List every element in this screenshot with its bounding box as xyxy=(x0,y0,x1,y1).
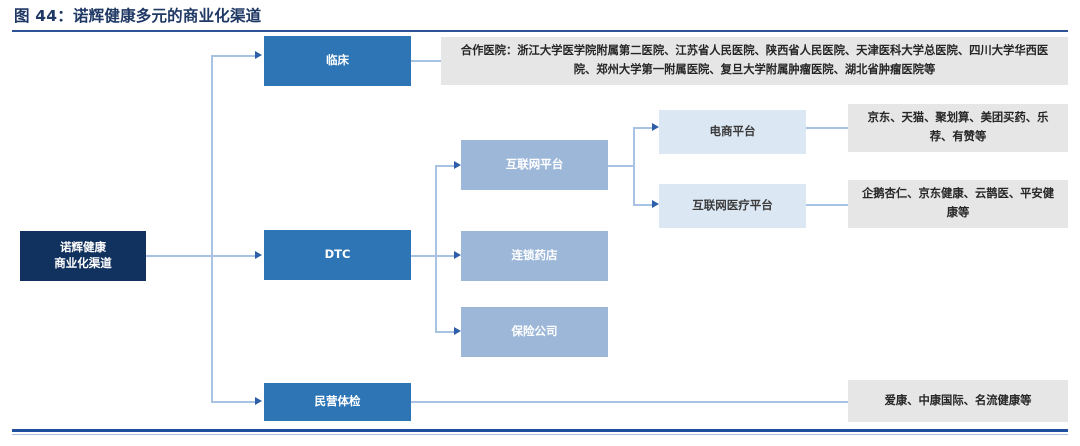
arrow-internet-medical-icon xyxy=(652,199,659,208)
connector-clinical-to-detail xyxy=(411,60,441,62)
arrow-ecommerce-icon xyxy=(652,122,659,131)
node-chain-pharmacy-label: 连锁药店 xyxy=(511,248,558,263)
node-internet-medical-platform-label: 互联网医疗平台 xyxy=(692,198,773,213)
connector-subtrunk-to-chain-pharmacy xyxy=(435,255,456,257)
node-chain-pharmacy: 连锁药店 xyxy=(461,231,608,281)
connector-dtc-to-subtrunk xyxy=(411,255,436,257)
connector-trunk-to-clinical xyxy=(211,55,256,57)
arrow-clinical-icon xyxy=(255,50,262,59)
detail-panel-ecommerce: 京东、天猫、聚划算、美团买药、乐荐、有赞等 xyxy=(848,104,1068,152)
connector-subtrunk-to-insurance xyxy=(435,331,456,333)
node-root: 诺辉健康 商业化渠道 xyxy=(20,231,146,281)
connector-internet-platform-trunk xyxy=(633,127,635,205)
arrow-chain-pharmacy-icon xyxy=(454,250,461,259)
node-ecommerce-platform: 电商平台 xyxy=(659,110,806,154)
arrow-internet-platform-icon xyxy=(454,160,461,169)
connector-dtc-subtrunk xyxy=(435,165,437,332)
node-dtc: DTC xyxy=(264,230,411,280)
arrow-dtc-icon xyxy=(255,250,262,259)
connector-trunk-to-ecommerce xyxy=(633,127,654,129)
node-internet-platform-label: 互联网平台 xyxy=(505,157,564,172)
detail-panel-private-checkup: 爱康、中康国际、名流健康等 xyxy=(848,380,1068,422)
connector-internet-medical-to-detail xyxy=(806,204,848,206)
node-root-label-line1: 诺辉健康 xyxy=(60,240,106,255)
connector-main-trunk xyxy=(211,55,213,401)
connector-trunk-to-private-checkup xyxy=(211,401,256,403)
footer-divider-thin xyxy=(12,434,1068,435)
node-root-label-line2: 商业化渠道 xyxy=(54,256,112,270)
node-private-checkup: 民营体检 xyxy=(264,383,411,421)
connector-subtrunk-to-internet-platform xyxy=(435,165,456,167)
node-insurance-company: 保险公司 xyxy=(461,307,608,357)
connector-ecommerce-to-detail xyxy=(806,127,848,129)
footer-divider-thick xyxy=(12,429,1068,432)
arrow-private-checkup-icon xyxy=(255,396,262,405)
connector-trunk-to-dtc xyxy=(211,255,256,257)
connector-private-checkup-to-detail xyxy=(411,401,848,403)
detail-panel-internet-medical: 企鹅杏仁、京东健康、云鹊医、平安健康等 xyxy=(848,180,1068,228)
node-ecommerce-platform-label: 电商平台 xyxy=(709,124,756,139)
node-internet-medical-platform: 互联网医疗平台 xyxy=(659,184,806,228)
node-internet-platform: 互联网平台 xyxy=(461,140,608,190)
figure-title: 图 44：诺辉健康多元的商业化渠道 xyxy=(14,7,262,25)
arrow-insurance-icon xyxy=(454,326,461,335)
node-clinical-label: 临床 xyxy=(326,53,349,68)
node-insurance-company-label: 保险公司 xyxy=(511,324,558,339)
title-divider xyxy=(12,30,1068,32)
detail-panel-clinical: 合作医院：浙江大学医学院附属第二医院、江苏省人民医院、陕西省人民医院、天津医科大… xyxy=(441,37,1068,85)
node-private-checkup-label: 民营体检 xyxy=(314,394,361,409)
connector-internet-platform-to-trunk xyxy=(608,165,634,167)
connector-trunk-to-internet-medical xyxy=(633,204,654,206)
node-clinical: 临床 xyxy=(264,36,411,86)
connector-root-to-trunk xyxy=(146,255,212,257)
node-dtc-label: DTC xyxy=(324,247,351,262)
